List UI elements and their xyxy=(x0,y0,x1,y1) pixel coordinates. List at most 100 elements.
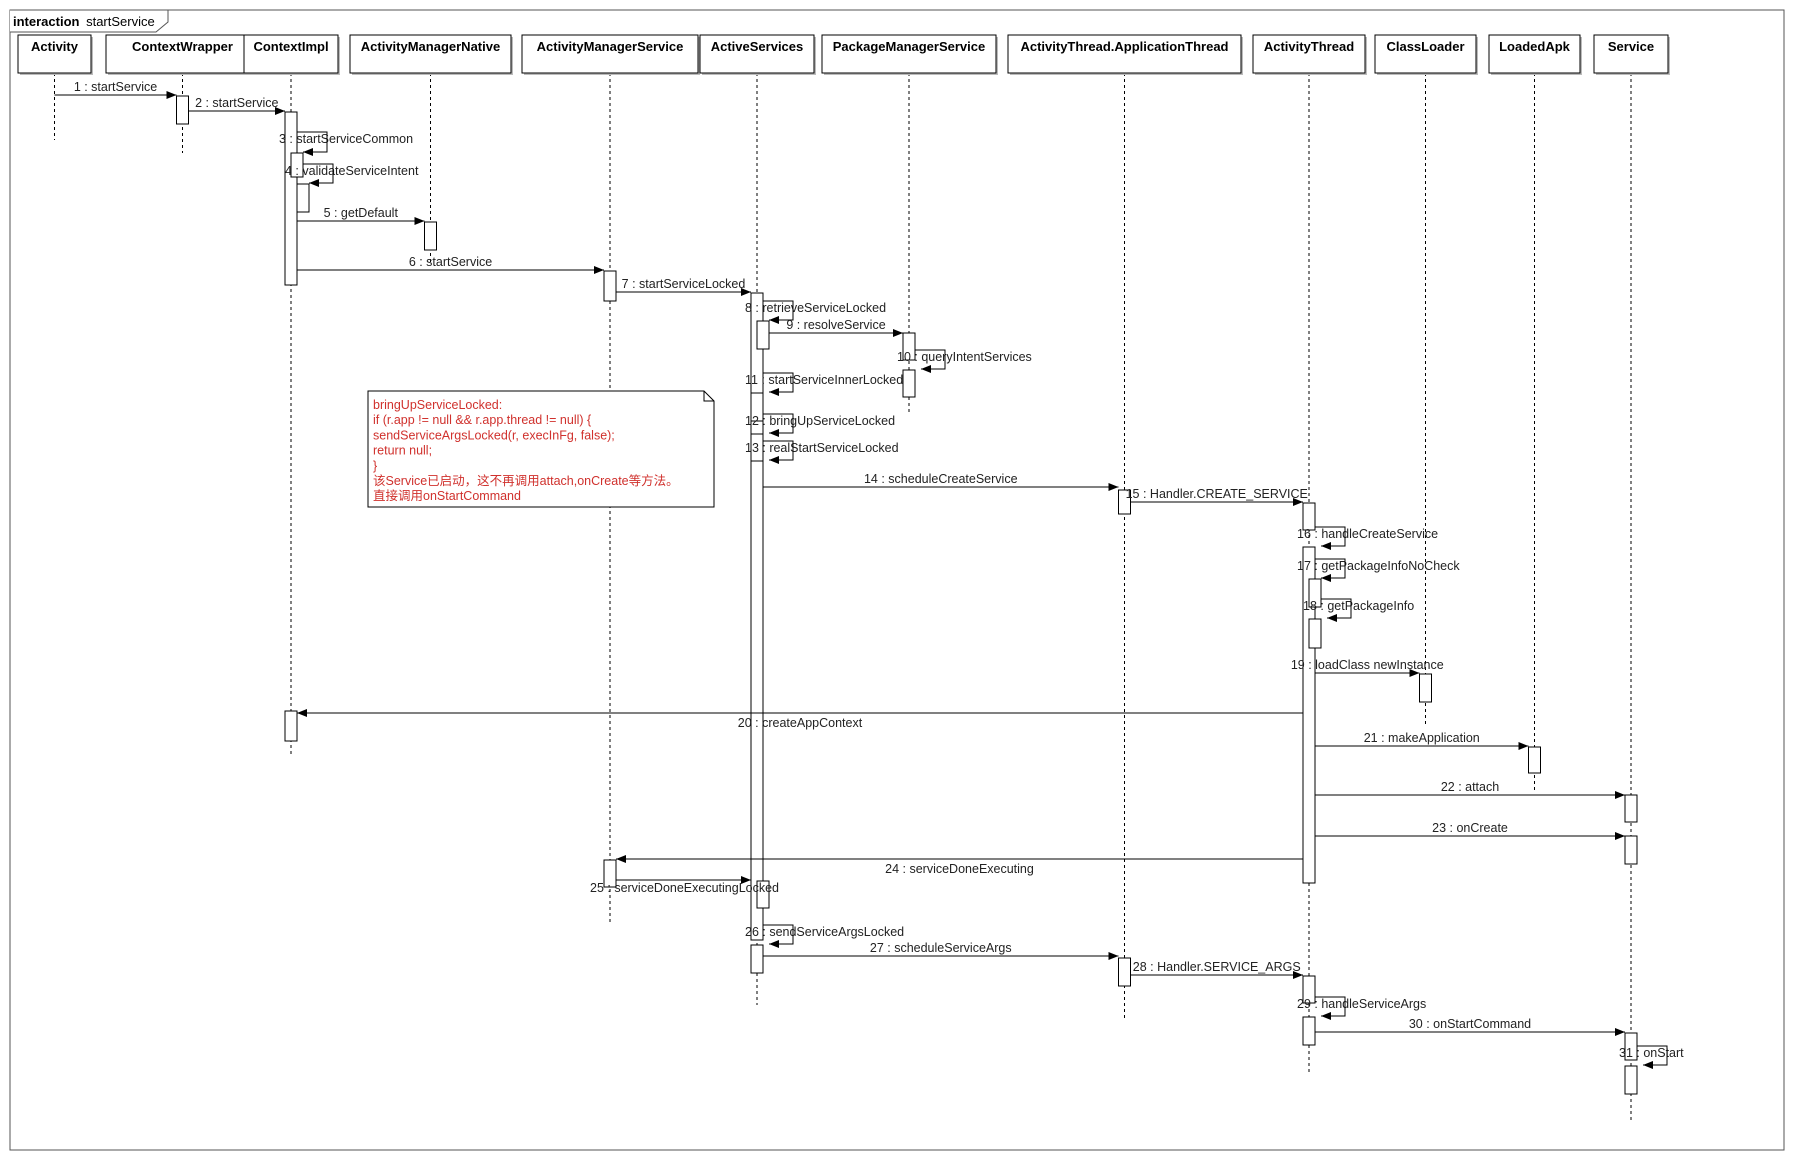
message-arrow xyxy=(1321,598,1352,622)
message-label: 4 : validateServiceIntent xyxy=(285,164,419,178)
interaction-frame: interaction startService xyxy=(9,9,1785,1151)
message-label: 30 : onStartCommand xyxy=(1409,1017,1531,1031)
frame-name: startService xyxy=(86,14,155,29)
message-label: 7 : startServiceLocked xyxy=(622,277,746,291)
activation-bar xyxy=(290,152,304,178)
activation-bar xyxy=(176,95,189,125)
participant-label: ClassLoader xyxy=(1386,39,1464,54)
message-label: 17 : getPackageInfoNoCheck xyxy=(1297,559,1460,573)
participant-appthread: ActivityThread.ApplicationThread xyxy=(1007,34,1243,75)
message-label: 26 : sendServiceArgsLocked xyxy=(745,925,904,939)
message-24: 24 : serviceDoneExecuting xyxy=(616,855,1303,876)
message-arrow xyxy=(303,163,334,187)
note-line: bringUpServiceLocked: xyxy=(373,398,502,412)
message-arrow xyxy=(1315,996,1346,1020)
message-9: 9 : resolveService xyxy=(769,318,903,337)
message-7: 7 : startServiceLocked xyxy=(616,277,751,296)
message-label: 27 : scheduleServiceArgs xyxy=(870,941,1012,955)
activation-bar xyxy=(750,944,764,974)
participant-classloader: ClassLoader xyxy=(1374,34,1478,75)
participant-contextwrapper: ContextWrapper xyxy=(105,34,261,75)
participant-pms: PackageManagerService xyxy=(821,34,998,75)
message-label: 13 : realStartServiceLocked xyxy=(745,441,899,455)
participant-contextimpl: ContextImpl xyxy=(243,34,340,75)
message-3: 3 : startServiceCommon xyxy=(279,131,413,156)
message-10: 10 : queryIntentServices xyxy=(897,349,1032,373)
message-label: 8 : retrieveServiceLocked xyxy=(745,301,886,315)
activation-bar xyxy=(284,710,298,742)
activation-bar xyxy=(1308,618,1322,649)
message-27: 27 : scheduleServiceArgs xyxy=(763,941,1119,960)
note: bringUpServiceLocked:if (r.app != null &… xyxy=(367,390,715,508)
message-label: 24 : serviceDoneExecuting xyxy=(885,862,1034,876)
message-arrow xyxy=(763,413,794,437)
activation-bar xyxy=(1624,794,1638,823)
message-arrow xyxy=(297,131,328,156)
activation-bar xyxy=(750,292,764,941)
message-label: 28 : Handler.SERVICE_ARGS xyxy=(1133,960,1301,974)
message-13: 13 : realStartServiceLocked xyxy=(745,440,899,464)
participant-label: ActivityThread.ApplicationThread xyxy=(1020,39,1228,54)
message-18: 18 : getPackageInfo xyxy=(1303,598,1414,622)
note-line: return null; xyxy=(373,444,432,458)
activation-bar xyxy=(750,433,764,462)
message-20: 20 : createAppContext xyxy=(297,709,1303,730)
participant-label: ContextImpl xyxy=(253,39,328,54)
message-label: 1 : startService xyxy=(74,80,157,94)
activation-bar xyxy=(902,369,916,398)
participant-label: ActivityThread xyxy=(1264,39,1354,54)
note-line: 该Service已启动，这不再调用attach,onCreate等方法。 xyxy=(373,473,679,488)
message-5: 5 : getDefault xyxy=(297,206,425,225)
message-label: 14 : scheduleCreateService xyxy=(864,472,1018,486)
activation-bar xyxy=(1118,957,1131,987)
activation-bar xyxy=(296,183,310,213)
activation-bar xyxy=(603,859,617,888)
message-28: 28 : Handler.SERVICE_ARGS xyxy=(1130,960,1303,979)
activation-bar xyxy=(1624,1065,1638,1095)
message-15: 15 : Handler.CREATE_SERVICE xyxy=(1126,487,1308,506)
activation-bar xyxy=(1624,835,1638,865)
activation-bar xyxy=(1302,1016,1316,1046)
note-box xyxy=(367,390,715,508)
message-label: 6 : startService xyxy=(409,255,492,269)
messages: 1 : startService 2 : startService 3 : star… xyxy=(54,80,1684,1069)
activation-bar xyxy=(756,320,770,350)
participant-ams: ActivityManagerService xyxy=(521,34,700,75)
activation-bar xyxy=(1528,746,1541,774)
message-label: 23 : onCreate xyxy=(1432,821,1508,835)
note-line: } xyxy=(373,459,377,473)
message-19: 19 : loadClass newInstance xyxy=(1291,658,1444,677)
message-arrow xyxy=(763,300,794,324)
message-label: 31 : onStart xyxy=(1619,1046,1684,1060)
activation-bar xyxy=(902,332,916,361)
message-label: 11 : startServiceInnerLocked xyxy=(745,373,903,387)
message-label: 25 : serviceDoneExecutingLocked xyxy=(590,881,779,895)
message-arrow xyxy=(1315,526,1346,550)
participant-activity: Activity xyxy=(17,34,93,75)
message-30: 30 : onStartCommand xyxy=(1315,1017,1625,1036)
participant-label: PackageManagerService xyxy=(833,39,985,54)
message-label: 12 : bringUpServiceLocked xyxy=(745,414,895,428)
message-label: 3 : startServiceCommon xyxy=(279,132,413,146)
message-26: 26 : sendServiceArgsLocked xyxy=(745,924,904,948)
message-label: 5 : getDefault xyxy=(324,206,399,220)
message-25: 25 : serviceDoneExecutingLocked xyxy=(590,876,779,895)
message-label: 10 : queryIntentServices xyxy=(897,350,1032,364)
activation-bar xyxy=(1302,975,1316,1004)
activation-bar xyxy=(1302,502,1316,531)
message-label: 20 : createAppContext xyxy=(738,716,863,730)
message-21: 21 : makeApplication xyxy=(1315,731,1529,750)
participant-label: LoadedApk xyxy=(1499,39,1571,54)
message-arrow xyxy=(763,372,794,396)
message-14: 14 : scheduleCreateService xyxy=(763,472,1119,491)
message-2: 2 : startService xyxy=(188,96,285,115)
message-arrow xyxy=(1315,558,1346,582)
message-23: 23 : onCreate xyxy=(1315,821,1625,840)
participant-activitythread: ActivityThread xyxy=(1252,34,1367,75)
message-31: 31 : onStart xyxy=(1619,1045,1684,1069)
message-label: 29 : handleServiceArgs xyxy=(1297,997,1426,1011)
message-arrow xyxy=(1637,1045,1668,1069)
participant-label: Service xyxy=(1608,39,1654,54)
